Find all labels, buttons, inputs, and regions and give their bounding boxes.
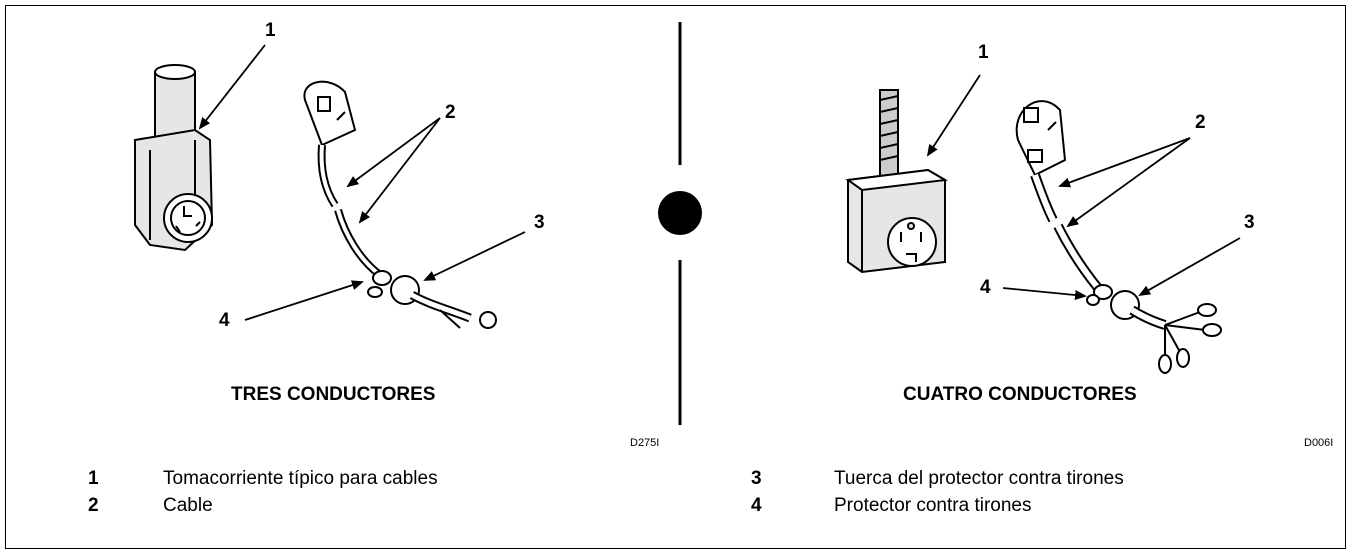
arrow-2a-right (1058, 137, 1191, 188)
arrow-2b-right (1066, 137, 1191, 228)
callout-4-right: 4 (980, 277, 991, 298)
legend-num-2: 2 (88, 495, 99, 516)
legend-text-2: Cable (163, 495, 213, 516)
arrow-4-left (244, 280, 364, 321)
figure-frame (5, 5, 1346, 549)
legend-num-4: 4 (751, 495, 762, 516)
four-wire-cord (1015, 100, 1222, 374)
callout-3-left: 3 (534, 212, 545, 233)
legend-text-4: Protector contra tirones (834, 495, 1032, 516)
legend-text-1: Tomacorriente típico para cables (163, 468, 438, 489)
arrow-3-left (423, 231, 526, 281)
arrow-2b-left (358, 117, 441, 224)
left-title: TRES CONDUCTORES (231, 384, 436, 405)
arrow-2a-left (346, 117, 441, 188)
three-wire-receptacle (134, 64, 214, 252)
left-drawing-code: D275I (630, 437, 660, 449)
callout-4-left: 4 (219, 310, 230, 331)
arrow-3-right (1138, 237, 1241, 296)
arrow-1-left (198, 44, 266, 130)
callout-2-right: 2 (1195, 112, 1206, 133)
right-drawing-code: D006I (1304, 437, 1334, 449)
legend-num-3: 3 (751, 468, 762, 489)
arrow-4-right (1002, 287, 1087, 301)
four-wire-receptacle (845, 89, 949, 274)
callout-3-right: 3 (1244, 212, 1255, 233)
arrow-1-right (926, 74, 981, 157)
legend-num-1: 1 (88, 468, 99, 489)
callout-2-left: 2 (445, 102, 456, 123)
callout-1-right: 1 (978, 42, 989, 63)
callout-1-left: 1 (265, 20, 276, 41)
legend-text-3: Tuerca del protector contra tirones (834, 468, 1124, 489)
right-title: CUATRO CONDUCTORES (903, 384, 1137, 405)
divider-dot (658, 191, 702, 235)
three-wire-cord (303, 80, 497, 329)
